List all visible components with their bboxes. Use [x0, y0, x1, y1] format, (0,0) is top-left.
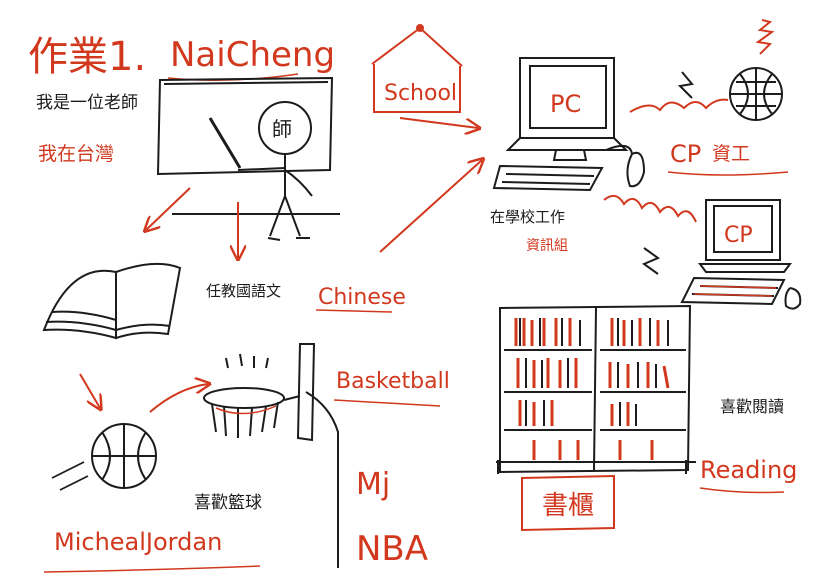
jordan-name: MichealJordan	[54, 528, 222, 556]
intro-line-2: 我在台灣	[38, 143, 114, 165]
basketball-like-label: 喜歡籃球	[194, 493, 262, 513]
reading-label: Reading	[700, 456, 797, 484]
nba-label: NBA	[356, 529, 428, 569]
arrow-to-computer	[379, 160, 482, 253]
bookcase-label-box	[521, 474, 615, 532]
arrow-to-book	[146, 187, 191, 230]
bookcase-label: 書櫃	[542, 491, 594, 521]
open-book	[42, 262, 182, 340]
motion-lines	[51, 461, 89, 491]
mj-label: Mj	[356, 467, 390, 502]
jordan-underline	[43, 565, 261, 573]
main-pc-label: PC	[550, 90, 581, 118]
bookcase	[496, 304, 696, 474]
school-work-label: 在學校工作	[490, 208, 565, 226]
arrow-to-hoop	[149, 384, 208, 413]
basketball-hoop	[203, 343, 339, 568]
title-prefix: 作業1.	[28, 34, 146, 80]
lightning-icon-1	[677, 71, 694, 99]
blackboard	[156, 76, 334, 176]
basketball-label: Basketball	[336, 369, 450, 394]
lightning-icon-2	[641, 247, 661, 275]
chinese-underline	[315, 309, 393, 313]
school-house	[371, 24, 463, 113]
bookcase-books	[514, 318, 670, 460]
school-label: School	[384, 81, 457, 106]
arrow-school-to-pc	[399, 117, 478, 128]
school-work-sub: 資訊組	[526, 238, 568, 254]
second-computer	[680, 199, 802, 310]
signal-icon	[755, 19, 775, 55]
intro-line-1: 我是一位老師	[36, 93, 138, 113]
second-keyboard-keys	[693, 285, 777, 297]
reading-like-label: 喜歡閱讀	[720, 397, 784, 416]
basketball-underline	[333, 399, 441, 407]
teaching-english: Chinese	[318, 285, 406, 310]
title-name: NaiCheng	[170, 35, 335, 75]
reading-underline	[699, 487, 785, 494]
basketball-icon	[91, 423, 157, 489]
teaching-label: 任教國語文	[206, 282, 281, 300]
network-wave	[629, 98, 729, 113]
teacher-label: 師	[272, 117, 292, 141]
teacher-figure	[237, 101, 313, 241]
main-computer	[492, 57, 646, 192]
cp-label: CP	[670, 140, 701, 168]
bookcase-books-dark	[519, 318, 669, 426]
arrow-to-basketball	[79, 373, 100, 408]
network-wave-2	[603, 194, 697, 223]
cp-underline	[667, 171, 789, 176]
hoop-rim	[215, 405, 277, 415]
second-pc-label: CP	[724, 223, 753, 248]
cp-description: 資工	[712, 143, 750, 165]
globe-icon	[729, 67, 783, 121]
